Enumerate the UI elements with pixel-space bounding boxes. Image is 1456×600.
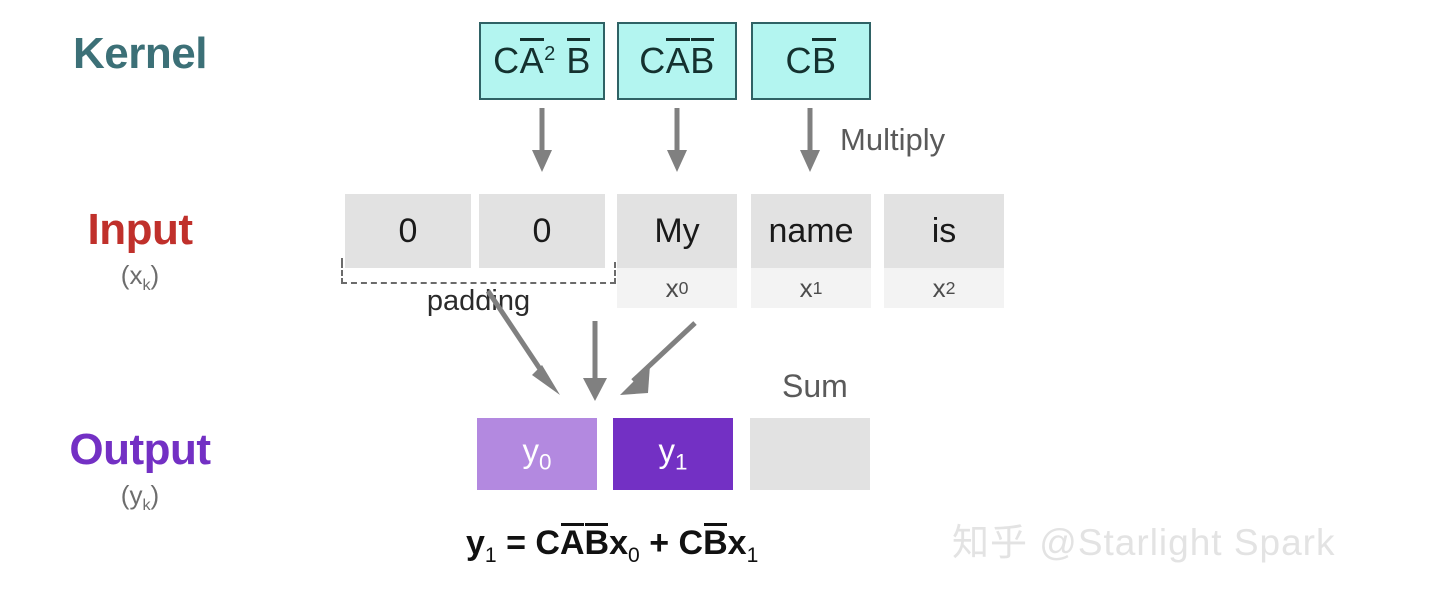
input-cell-padding-0[interactable]: 0 (345, 194, 471, 268)
output-cell-0-label: y0 (522, 432, 552, 475)
input-subscript: (xk) (120, 260, 160, 295)
input-cell-padding-1-word: 0 (479, 194, 605, 268)
input-cell-padding-0-word: 0 (345, 194, 471, 268)
multiply-arrow-1-icon (667, 108, 687, 172)
padding-bracket (341, 262, 616, 284)
input-title: Input (87, 205, 193, 254)
output-subscript: (yk) (120, 480, 160, 515)
row-label-kernel: Kernel (20, 32, 260, 76)
kernel-box-0-text: CA2 B (493, 37, 591, 81)
kernel-box-1-text: CAB (639, 37, 715, 81)
input-cell-padding-1[interactable]: 0 (479, 194, 605, 268)
multiply-label: Multiply (840, 122, 946, 157)
equation: y1 = CABx0 + CBx1 (466, 523, 759, 567)
input-cell-1-word: name (751, 194, 871, 268)
multiply-arrow-2-icon (800, 108, 820, 172)
input-cell-0-word: My (617, 194, 737, 268)
row-label-input: Input (xk) (20, 205, 260, 295)
sum-arrows-icon (485, 289, 697, 401)
output-cell-2[interactable] (750, 418, 870, 490)
kernel-box-2[interactable]: CB (751, 22, 871, 100)
sum-label: Sum (782, 368, 848, 404)
watermark: 知乎 @Starlight Spark (952, 522, 1336, 563)
output-cell-1-label: y1 (658, 432, 688, 475)
multiply-arrow-0-icon (532, 108, 552, 172)
input-cell-2-word: is (884, 194, 1004, 268)
kernel-box-0[interactable]: CA2 B (479, 22, 605, 100)
kernel-title: Kernel (73, 29, 207, 78)
row-label-output: Output (yk) (20, 425, 260, 515)
output-title: Output (69, 425, 211, 474)
padding-label: padding (426, 285, 531, 317)
kernel-box-1[interactable]: CAB (617, 22, 737, 100)
kernel-box-2-text: CB (785, 37, 837, 81)
output-cell-0[interactable]: y0 (477, 418, 597, 490)
output-cell-1[interactable]: y1 (613, 418, 733, 490)
